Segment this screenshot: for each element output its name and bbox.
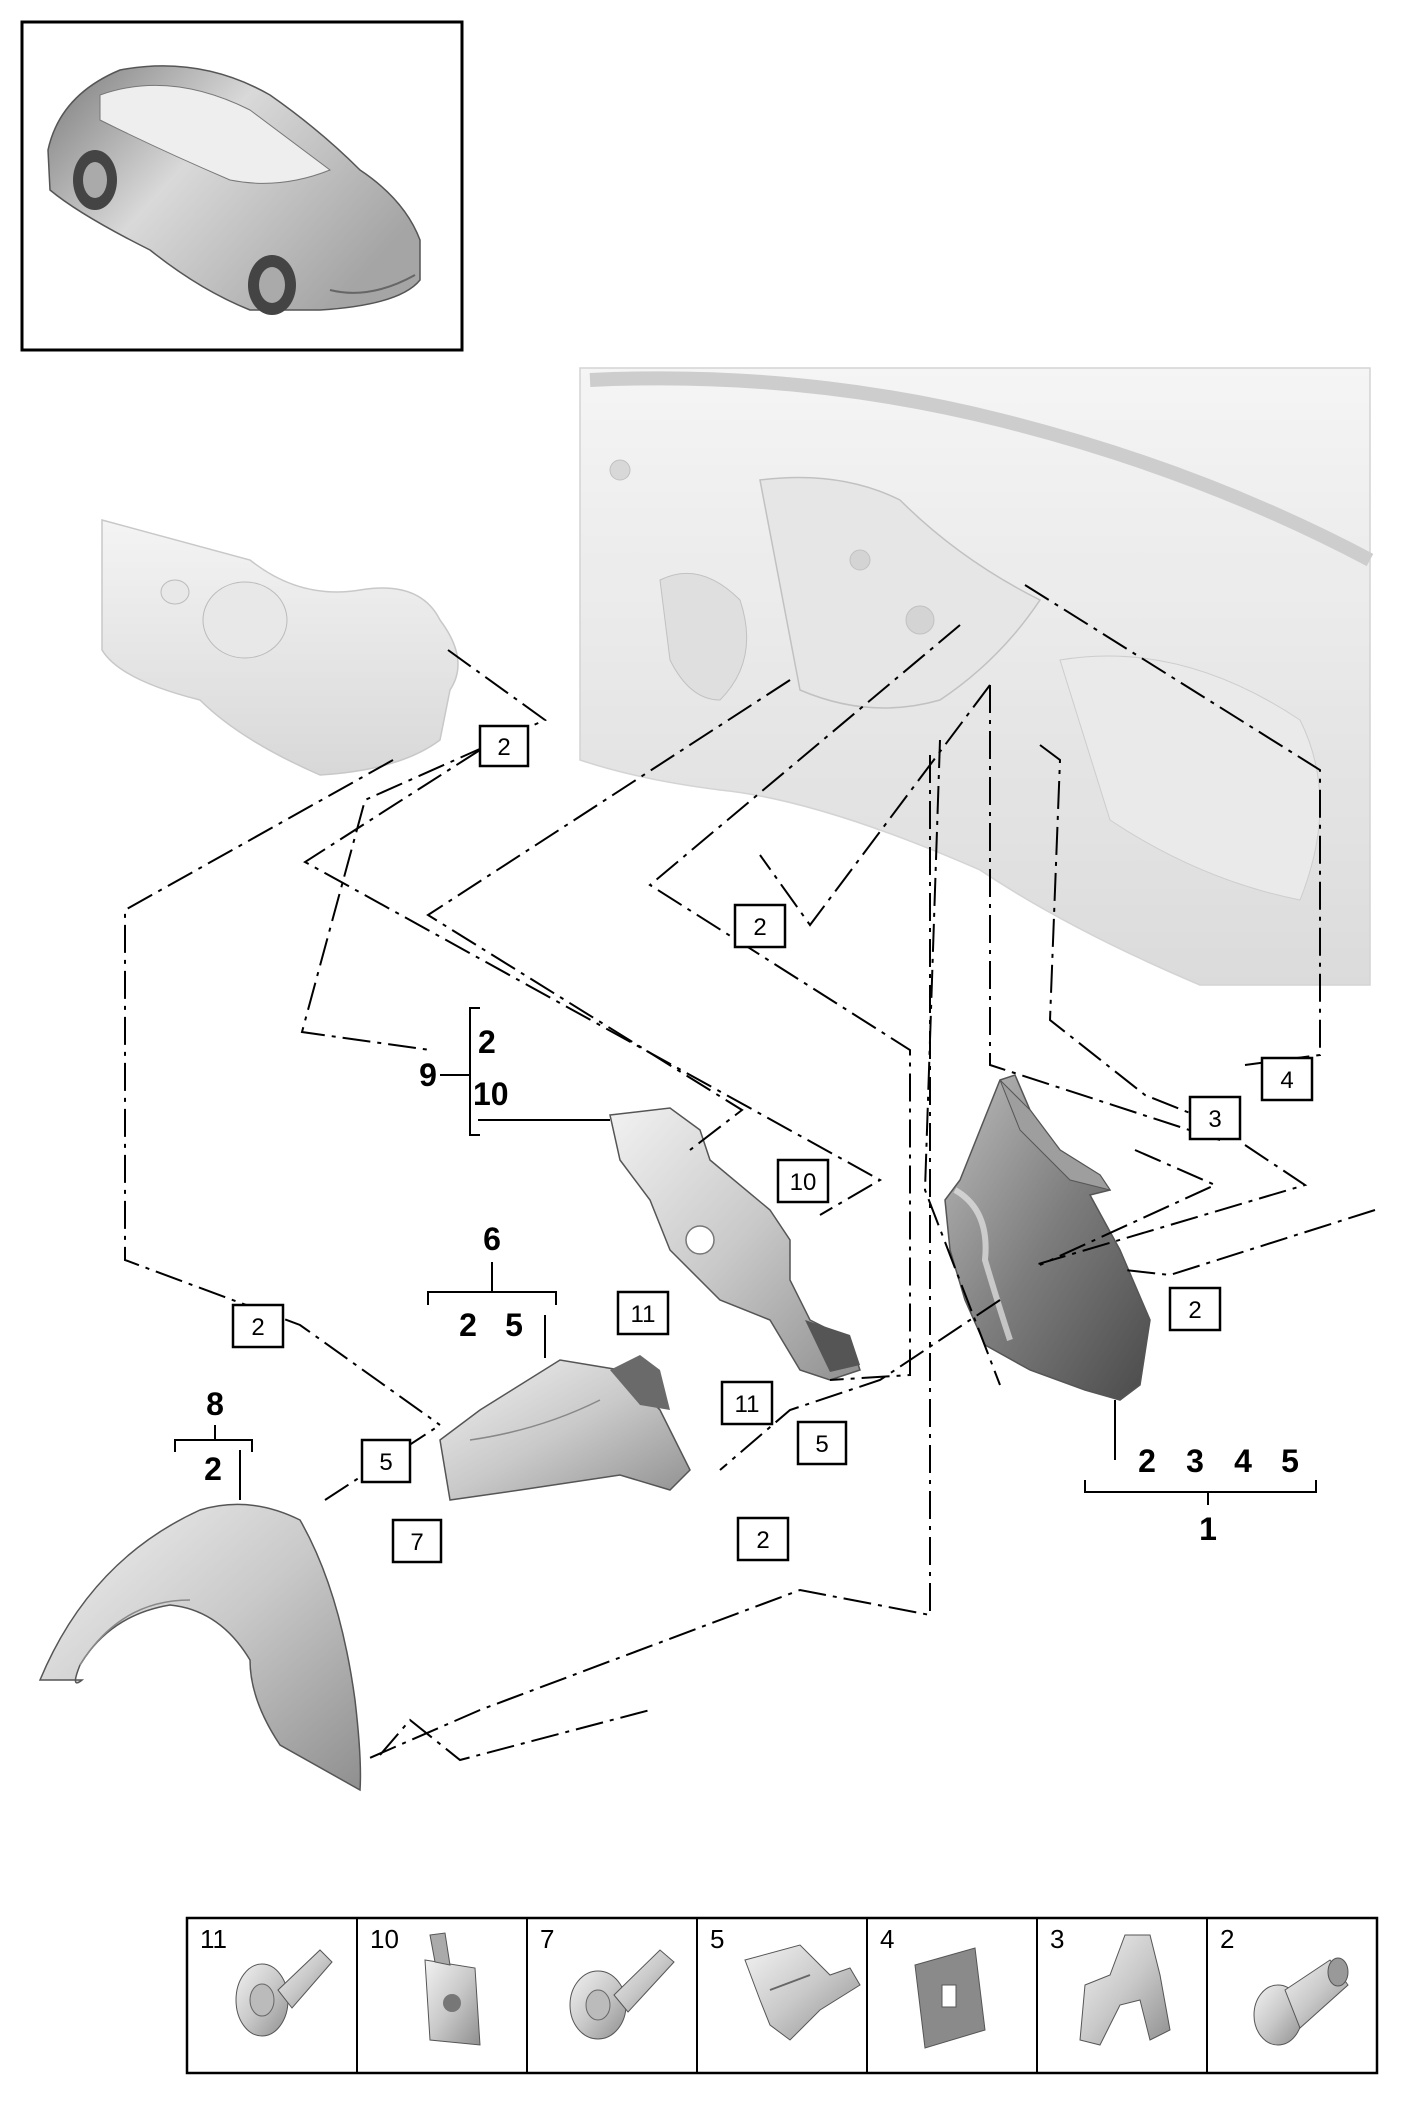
duct-part <box>439 1355 691 1501</box>
assembly-9-item-2: 2 <box>478 1024 496 1060</box>
trim-panel-part <box>944 1074 1151 1401</box>
assembly-9: 9 2 10 <box>419 1024 508 1112</box>
callout-5: 5 <box>360 1438 412 1484</box>
assembly-8: 8 2 <box>204 1386 224 1487</box>
square-pad-icon <box>914 1947 986 2049</box>
assembly-1: 2 3 4 5 1 <box>1138 1443 1299 1547</box>
svg-text:2: 2 <box>753 914 766 941</box>
spring-clip-icon <box>744 1944 861 2041</box>
speed-nut-clip-icon <box>424 1932 481 2046</box>
hardware-legend: 11 10 7 5 <box>185 1916 1379 2075</box>
svg-text:5: 5 <box>815 1431 828 1458</box>
callout-boxes: 2 2 4 3 10 11 11 2 <box>231 724 1314 1564</box>
assembly-9-item-10: 10 <box>473 1076 509 1112</box>
svg-text:2: 2 <box>1188 1297 1201 1324</box>
legend-cell-5: 5 <box>710 1924 861 2041</box>
svg-text:4: 4 <box>1280 1067 1293 1094</box>
assembly-1-item-4: 4 <box>1234 1443 1252 1479</box>
callout-10: 10 <box>776 1158 830 1204</box>
svg-text:5: 5 <box>379 1449 392 1476</box>
callout-3: 3 <box>1188 1095 1242 1141</box>
svg-text:5: 5 <box>710 1924 724 1954</box>
car-illustration <box>47 65 421 315</box>
leader-lines <box>124 584 1376 1762</box>
legend-cell-3: 3 <box>1050 1924 1171 2046</box>
assembly-brackets <box>174 1007 1317 1505</box>
callout-2: 2 <box>736 1516 790 1562</box>
legend-cell-2: 2 <box>1220 1924 1349 2046</box>
callout-2: 2 <box>1168 1286 1222 1332</box>
svg-text:11: 11 <box>200 1924 227 1954</box>
legend-cell-10: 10 <box>370 1924 481 2046</box>
callout-5: 5 <box>796 1420 848 1466</box>
legend-cell-7: 7 <box>540 1924 675 2040</box>
body-structure-ghost <box>579 367 1374 986</box>
svg-text:3: 3 <box>1050 1924 1064 1954</box>
assembly-1-item-3: 3 <box>1186 1443 1204 1479</box>
svg-text:10: 10 <box>790 1169 817 1196</box>
svg-text:4: 4 <box>880 1924 894 1954</box>
front-panel-ghost <box>101 519 459 776</box>
flange-screw-icon <box>569 1949 675 2040</box>
svg-text:7: 7 <box>540 1924 554 1954</box>
assembly-6-item-5: 5 <box>505 1307 523 1343</box>
assembly-9-number: 9 <box>419 1057 437 1093</box>
svg-text:10: 10 <box>370 1924 399 1954</box>
assembly-1-item-2: 2 <box>1138 1443 1156 1479</box>
bracket-part <box>609 1107 861 1381</box>
callout-2: 2 <box>733 903 787 949</box>
svg-text:2: 2 <box>1220 1924 1234 1954</box>
push-rivet-icon <box>1253 1957 1349 2046</box>
svg-text:3: 3 <box>1208 1106 1221 1133</box>
callout-4: 4 <box>1260 1056 1314 1102</box>
svg-text:11: 11 <box>631 1301 656 1328</box>
svg-text:2: 2 <box>756 1527 769 1554</box>
callout-11: 11 <box>616 1290 670 1336</box>
assembly-8-number: 8 <box>206 1386 224 1422</box>
callout-2: 2 <box>231 1303 285 1349</box>
callout-11: 11 <box>720 1380 774 1426</box>
callout-7: 7 <box>391 1518 443 1564</box>
assembly-6-number: 6 <box>483 1221 501 1257</box>
assembly-1-number: 1 <box>1199 1511 1217 1547</box>
flange-bolt-icon <box>235 1949 333 2037</box>
legend-cell-11: 11 <box>200 1924 333 2037</box>
u-clip-icon <box>1079 1934 1171 2046</box>
svg-text:7: 7 <box>410 1529 423 1556</box>
callout-2: 2 <box>478 724 530 768</box>
assembly-1-item-5: 5 <box>1281 1443 1299 1479</box>
svg-text:11: 11 <box>735 1391 760 1418</box>
legend-cell-4: 4 <box>880 1924 986 2049</box>
wheel-arch-liner-part <box>38 1503 362 1792</box>
svg-text:2: 2 <box>497 734 510 761</box>
assembly-6-item-2: 2 <box>459 1307 477 1343</box>
assembly-6: 6 2 5 <box>459 1221 523 1343</box>
assembly-8-item-2: 2 <box>204 1451 222 1487</box>
svg-text:2: 2 <box>251 1314 264 1341</box>
vehicle-thumbnail <box>20 20 464 352</box>
